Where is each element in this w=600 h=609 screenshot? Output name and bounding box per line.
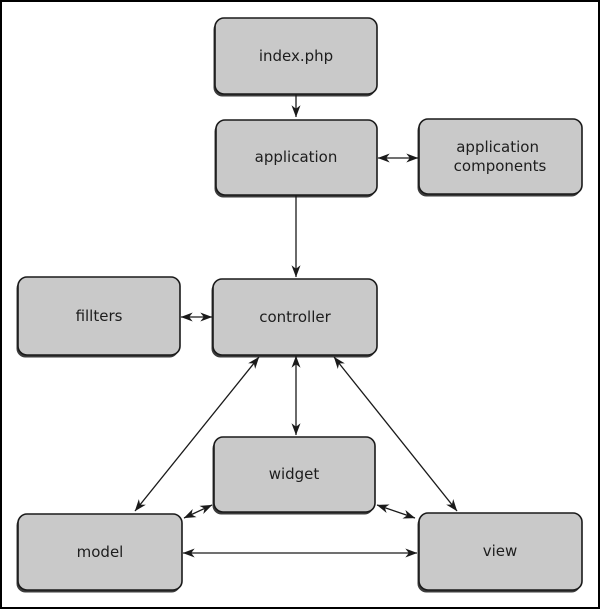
node-index-php: index.php	[213, 17, 378, 97]
edge-controller-to-view	[333, 356, 458, 512]
node-controller-box	[212, 278, 378, 356]
node-application-components: application components	[417, 118, 583, 197]
node-index-php-label: index.php	[259, 47, 333, 65]
node-view: view	[417, 512, 583, 593]
node-widget: widget	[212, 436, 376, 515]
node-application-components-label-line2: components	[454, 157, 547, 175]
node-application-label: application	[255, 148, 338, 166]
node-fillters-box	[17, 276, 181, 356]
node-index-php-box	[214, 17, 378, 95]
edges	[134, 94, 458, 558]
node-application-components-label: application components	[454, 138, 547, 175]
edge-widget-to-model	[183, 504, 213, 519]
node-model-label: model	[77, 543, 124, 561]
node-model: model	[16, 513, 183, 593]
node-widget-label: widget	[269, 465, 320, 483]
edge-controller-to-model	[134, 356, 260, 512]
node-fillters-label: fillters	[76, 307, 123, 325]
node-view-label: view	[483, 542, 518, 560]
node-view-box	[418, 512, 583, 591]
node-application-components-label-line1: application	[456, 138, 539, 156]
node-model-box	[17, 513, 183, 591]
node-application: application	[214, 119, 378, 198]
node-application-box	[215, 119, 378, 196]
edge-widget-to-view	[376, 504, 416, 519]
node-controller: controller	[211, 278, 378, 358]
node-application-components-box	[418, 118, 583, 195]
node-controller-label: controller	[259, 308, 331, 326]
node-fillters: fillters	[16, 276, 181, 358]
node-widget-box	[213, 436, 376, 513]
